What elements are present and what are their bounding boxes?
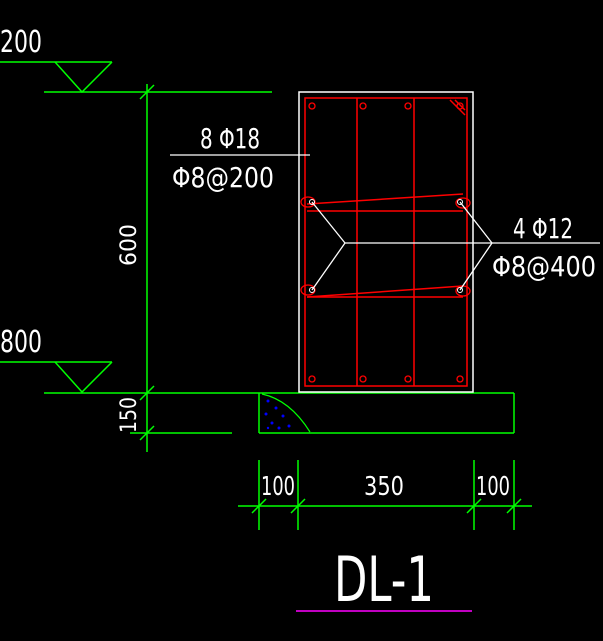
elevation-mid-text: 800: [0, 325, 42, 360]
dim-left-text: 100: [261, 472, 295, 502]
dim-height-text: 600: [117, 224, 142, 266]
elevation-top-text: 200: [0, 25, 42, 60]
slab-outline: [44, 392, 515, 434]
section-title-text: DL-1: [334, 543, 434, 616]
side-bar-label: 4 Φ12: [513, 212, 573, 245]
horizontal-dimension: 100 350 100: [238, 460, 532, 530]
elevation-marker-top: 200: [0, 25, 272, 94]
vertical-dimension: 600 150: [117, 84, 232, 452]
dim-slab-text: 150: [117, 397, 142, 433]
section-title: DL-1: [296, 543, 472, 616]
dim-center-text: 350: [364, 472, 404, 502]
dim-right-text: 100: [476, 472, 510, 502]
rebar-main-label: 8 Φ18: [200, 122, 260, 155]
leader-lines: [170, 154, 600, 291]
beam-section: [298, 91, 474, 393]
stirrup-label: Φ8@200: [172, 161, 274, 194]
concrete-hatch: [261, 393, 311, 433]
elevation-marker-mid: 800: [0, 325, 113, 394]
tie-label: Φ8@400: [492, 250, 596, 283]
